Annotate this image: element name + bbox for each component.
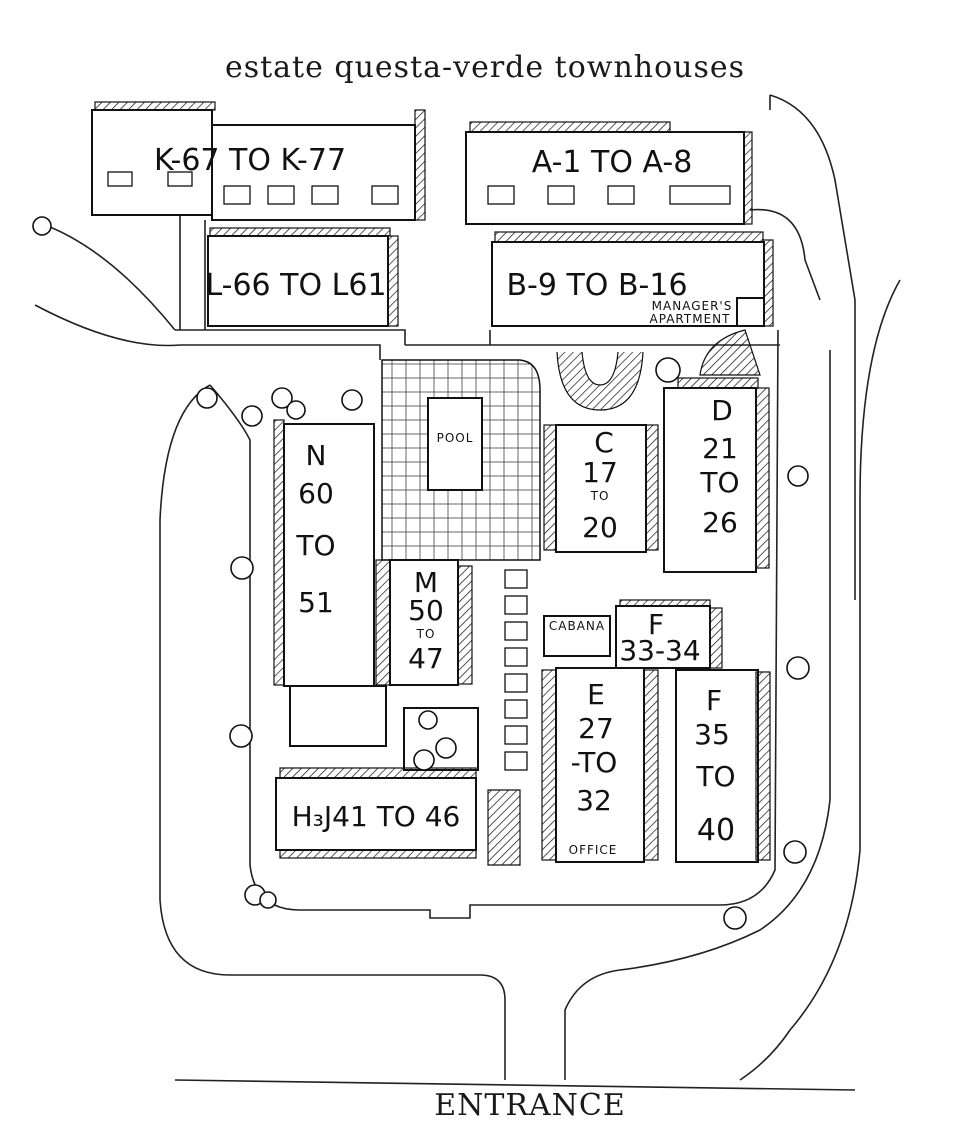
- building-d-line-2: 21: [702, 432, 738, 465]
- building-l[interactable]: L-66 TO L61: [205, 227, 399, 327]
- building-e-line-1: E: [587, 678, 605, 711]
- building-m-line-4: 47: [408, 642, 444, 675]
- building-c-line-1: C: [594, 426, 614, 459]
- building-n-line-1: N: [306, 439, 327, 472]
- entrance-label: ENTRANCE: [434, 1088, 626, 1122]
- building-m-line-1: M: [414, 566, 438, 599]
- building-d-line-1: D: [711, 394, 733, 427]
- managers-apartment-label-2: APARTMENT: [650, 312, 731, 326]
- building-f2-line-2: 35: [694, 718, 730, 751]
- tree-icon: [271, 387, 293, 409]
- building-l-label: L-66 TO L61: [205, 268, 386, 303]
- tree-icon: [259, 891, 277, 909]
- tree-icon: [286, 400, 306, 420]
- building-hj-label: H₃J41 TO 46: [292, 800, 461, 833]
- building-e-line-2: 27: [578, 712, 614, 745]
- tree-icon: [229, 724, 253, 748]
- tree-icon: [418, 710, 438, 730]
- map-title: estate questa-verde townhouses: [225, 50, 745, 85]
- building-m-line-3: TO: [416, 627, 436, 641]
- tree-icon: [196, 387, 218, 409]
- building-e-line-4: 32: [576, 784, 612, 817]
- tree-icon: [787, 465, 809, 487]
- building-n-line-2: 60: [298, 477, 334, 510]
- building-c-line-2: 17: [582, 456, 618, 489]
- building-f-35-40[interactable]: F 35 TO 40: [675, 669, 771, 863]
- tree-icon: [783, 840, 807, 864]
- tree-icon: [341, 389, 363, 411]
- tree-icon: [230, 556, 254, 580]
- building-f2-line-4: 40: [697, 813, 735, 848]
- pool-courtyard: POOL: [381, 359, 541, 561]
- walkway-pavers: [504, 569, 528, 771]
- tree-icon: [435, 737, 457, 759]
- building-f2-line-3: TO: [695, 760, 735, 793]
- building-f1-line-2: 33-34: [619, 634, 700, 667]
- building-n[interactable]: N 60 TO 51: [273, 419, 375, 687]
- building-b[interactable]: B-9 TO B-16 MANAGER'S APARTMENT: [491, 231, 774, 327]
- building-n-line-4: 51: [298, 586, 334, 619]
- building-f2-line-1: F: [706, 684, 722, 717]
- building-b-label: B-9 TO B-16: [506, 268, 687, 303]
- tree-icon: [32, 216, 52, 236]
- cabana: CABANA: [543, 615, 611, 657]
- building-f-33-34[interactable]: F 33-34: [615, 599, 723, 669]
- tree-icon: [786, 656, 810, 680]
- building-c[interactable]: C 17 TO 20: [543, 424, 659, 553]
- cabana-label: CABANA: [549, 619, 605, 633]
- tree-icon: [655, 357, 681, 383]
- trees: [32, 216, 810, 930]
- building-k[interactable]: K-67 TO K-77: [91, 101, 426, 221]
- building-f1-line-1: F: [648, 608, 664, 641]
- building-e[interactable]: E 27 -TO 32 OFFICE: [541, 667, 659, 863]
- pool-label: POOL: [437, 431, 474, 445]
- spiral-stairs: [487, 329, 761, 866]
- building-c-line-4: 20: [582, 511, 618, 544]
- office-label: OFFICE: [569, 843, 618, 857]
- tree-icon: [413, 749, 435, 771]
- building-e-line-3: -TO: [571, 746, 618, 779]
- building-d[interactable]: D 21 TO 26: [663, 377, 770, 573]
- building-m[interactable]: M 50 TO 47: [375, 559, 473, 686]
- building-a[interactable]: A-1 TO A-8: [465, 121, 753, 225]
- tree-icon: [723, 906, 747, 930]
- roads: [34, 94, 901, 1091]
- building-d-line-4: 26: [702, 506, 738, 539]
- building-n-line-3: TO: [295, 529, 335, 562]
- building-c-line-3: TO: [590, 489, 610, 503]
- building-m-line-2: 50: [408, 594, 444, 627]
- building-a-label: A-1 TO A-8: [532, 145, 693, 180]
- managers-apartment-label-1: MANAGER'S: [652, 299, 733, 313]
- building-hj[interactable]: H₃J41 TO 46: [275, 767, 477, 859]
- building-d-line-3: TO: [699, 466, 739, 499]
- building-k-label: K-67 TO K-77: [154, 143, 346, 178]
- tree-icon: [241, 405, 263, 427]
